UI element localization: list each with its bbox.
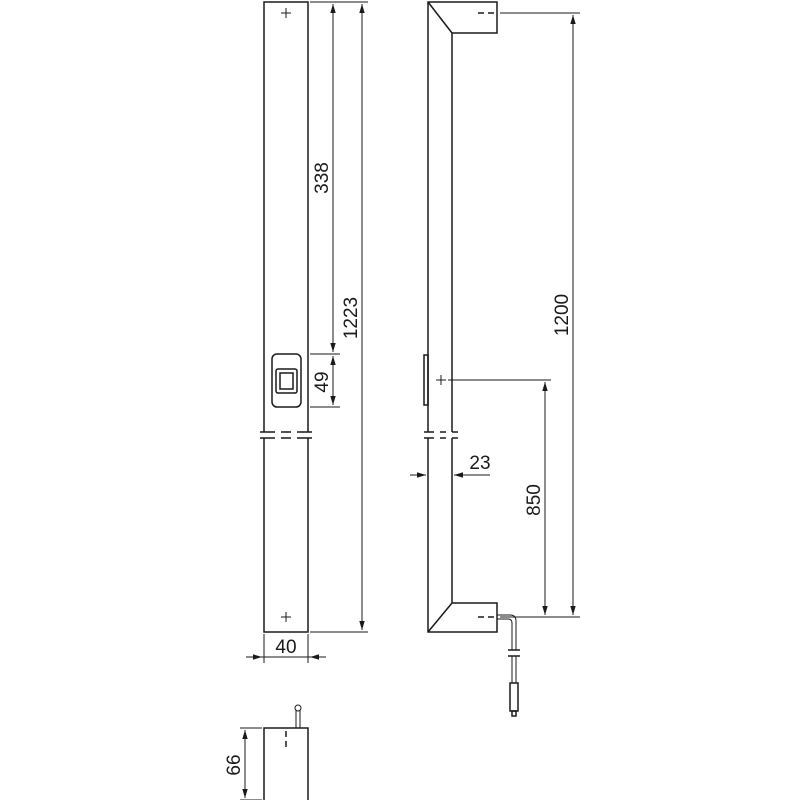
dim-66: 66: [224, 754, 245, 775]
end-view: 66: [224, 704, 309, 800]
break-lines: [260, 431, 312, 439]
fingerprint-sensor: [271, 353, 302, 408]
mount-hole-top-icon: [281, 8, 291, 18]
dim-49: 49: [312, 371, 333, 392]
dim-1223: 1223: [341, 297, 362, 339]
break-lines: [424, 431, 458, 439]
sensor-center-icon: [436, 375, 446, 385]
mount-hole-bottom-icon: [281, 612, 291, 622]
dim-40: 40: [275, 637, 296, 658]
cable: [497, 614, 520, 717]
dim-23: 23: [469, 453, 490, 474]
side-view: 1200 850 23: [410, 1, 580, 717]
dim-338: 338: [312, 162, 333, 194]
sensor-profile: [423, 354, 429, 406]
front-view: 338 49 1223 40: [246, 1, 368, 663]
dim-1200: 1200: [552, 294, 573, 336]
dim-850: 850: [524, 484, 545, 516]
